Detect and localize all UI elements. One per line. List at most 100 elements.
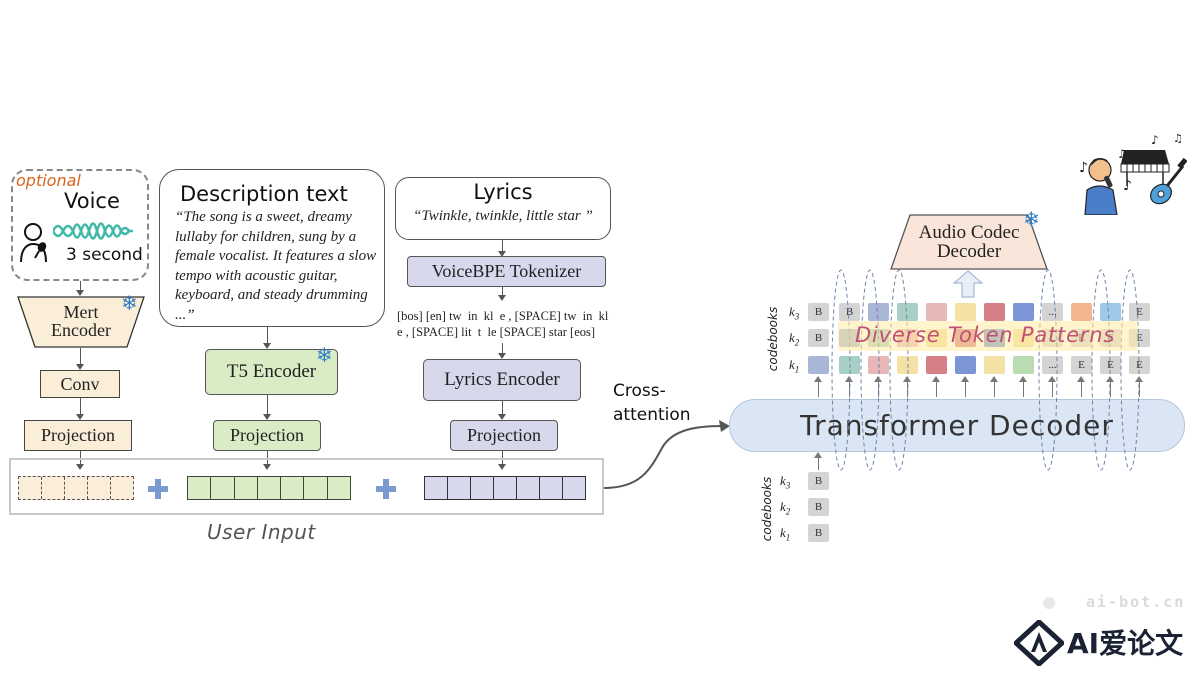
mert-label-2: Encoder — [51, 320, 111, 340]
arrowhead — [263, 414, 271, 420]
logo-icon — [1012, 618, 1066, 668]
end-token: E — [1129, 356, 1150, 374]
end-token: E — [1071, 356, 1092, 374]
music-notes-icon: ♪ ♫ ♪ ♪ ♫ — [1077, 130, 1188, 216]
codec-token — [955, 356, 976, 374]
description-text: “The song is a sweet, dreamy lullaby for… — [175, 209, 377, 323]
waveform-icon — [51, 216, 133, 246]
arrowhead — [814, 376, 822, 382]
to-codec-arrow — [952, 270, 984, 298]
arrowhead — [990, 376, 998, 382]
cross-attention-label-2: attention — [613, 405, 691, 425]
arrow-voice-mert — [80, 281, 81, 291]
arrowhead — [76, 464, 84, 470]
k2-label-bottom: k2 — [780, 499, 791, 517]
svg-text:♫: ♫ — [1173, 132, 1183, 145]
voice-projection-box: Projection — [24, 420, 132, 451]
svg-text:♫: ♫ — [1117, 147, 1128, 161]
codec-token — [897, 356, 918, 374]
cross-attention-label-1: Cross- — [613, 381, 666, 401]
codebooks-label-bottom: codebooks — [760, 476, 774, 542]
arrow-mert-conv — [80, 348, 81, 365]
decoder-output-arrow — [1052, 380, 1053, 397]
watermark-site: ai-bot.cn — [1086, 593, 1186, 611]
cross-attention-arrow — [600, 410, 735, 495]
piano-icon — [1120, 150, 1170, 186]
token-sequence-line-1: [bos] [en] tw in kl e , [SPACE] tw in kl — [397, 309, 609, 323]
mert-encoder: Mert Encoder — [17, 296, 145, 348]
end-token: E — [1100, 356, 1121, 374]
decoder-output-arrow — [1081, 380, 1082, 397]
arrowhead — [498, 353, 506, 359]
codec-label-1: Audio Codec — [918, 222, 1020, 243]
voice-embedding — [18, 476, 134, 500]
conv-box: Conv — [40, 370, 120, 398]
arrowhead — [814, 452, 822, 458]
begin-token: B — [808, 524, 829, 542]
k1-label-bottom: k1 — [780, 525, 791, 543]
codebooks-label-top: codebooks — [766, 306, 780, 372]
codec-token — [984, 356, 1005, 374]
decoder-output-arrow — [994, 380, 995, 397]
arrowhead — [76, 290, 84, 296]
lyrics-projection-box: Projection — [450, 420, 558, 451]
begin-token: B — [839, 303, 860, 321]
decoder-output-arrow — [849, 380, 850, 397]
begin-token: B — [808, 329, 829, 347]
k2-label-top: k2 — [789, 330, 800, 348]
begin-token: B — [808, 303, 829, 321]
snowflake-icon: ❄ — [316, 343, 333, 367]
lyrics-embedding — [424, 476, 586, 500]
codec-token — [955, 303, 976, 321]
codec-token — [839, 356, 860, 374]
user-input-bar — [9, 458, 604, 515]
decoder-output-arrow — [1139, 380, 1140, 397]
codec-token — [868, 303, 889, 321]
arrowhead — [263, 464, 271, 470]
decoder-output-arrow — [878, 380, 879, 397]
singer-icon — [18, 220, 56, 264]
lyrics-panel — [395, 177, 611, 240]
arrowhead — [961, 376, 969, 382]
arrowhead — [845, 376, 853, 382]
description-panel — [159, 169, 385, 327]
k3-label-top: k3 — [789, 304, 800, 322]
watermark-dot — [1043, 597, 1055, 609]
ellipsis-token: ... — [1042, 303, 1063, 321]
codec-token — [808, 356, 829, 374]
codec-label-2: Decoder — [936, 241, 1002, 262]
voicebpe-tokenizer-box: VoiceBPE Tokenizer — [407, 256, 606, 287]
voice-panel — [11, 169, 149, 281]
arrow-lyrics-tok — [502, 240, 503, 252]
lyrics-title: Lyrics — [473, 180, 533, 204]
decoder-output-arrow — [1023, 380, 1024, 397]
voice-title: Voice — [64, 189, 120, 213]
voice-duration: 3 second — [66, 245, 143, 265]
arrow-begin-decoder — [818, 456, 819, 470]
codec-token — [1071, 303, 1092, 321]
description-title: Description text — [180, 182, 348, 206]
decoder-output-arrow — [965, 380, 966, 397]
arrowhead — [1048, 376, 1056, 382]
arrowhead — [874, 376, 882, 382]
begin-token: B — [808, 472, 829, 490]
lyrics-encoder-box: Lyrics Encoder — [423, 359, 581, 401]
token-sequence-line-2: e , [SPACE] lit t le [SPACE] star [eos] — [397, 325, 596, 339]
codec-token — [897, 303, 918, 321]
arrowhead — [1019, 376, 1027, 382]
codec-token — [1013, 303, 1034, 321]
arrowhead — [498, 414, 506, 420]
snowflake-icon: ❄ — [121, 291, 138, 315]
optional-label: optional — [16, 171, 81, 190]
begin-token: B — [808, 498, 829, 516]
transformer-decoder: Transformer Decoder — [729, 399, 1185, 452]
arrowhead — [1135, 376, 1143, 382]
k3-label-bottom: k3 — [780, 473, 791, 491]
audio-waveform-icon — [848, 124, 1070, 212]
arrowhead — [1106, 376, 1114, 382]
arrowhead — [903, 376, 911, 382]
decoder-output-arrow — [1110, 380, 1111, 397]
codec-token — [868, 356, 889, 374]
codec-token — [926, 303, 947, 321]
watermark-brand: AI爱论文 — [1067, 627, 1184, 660]
